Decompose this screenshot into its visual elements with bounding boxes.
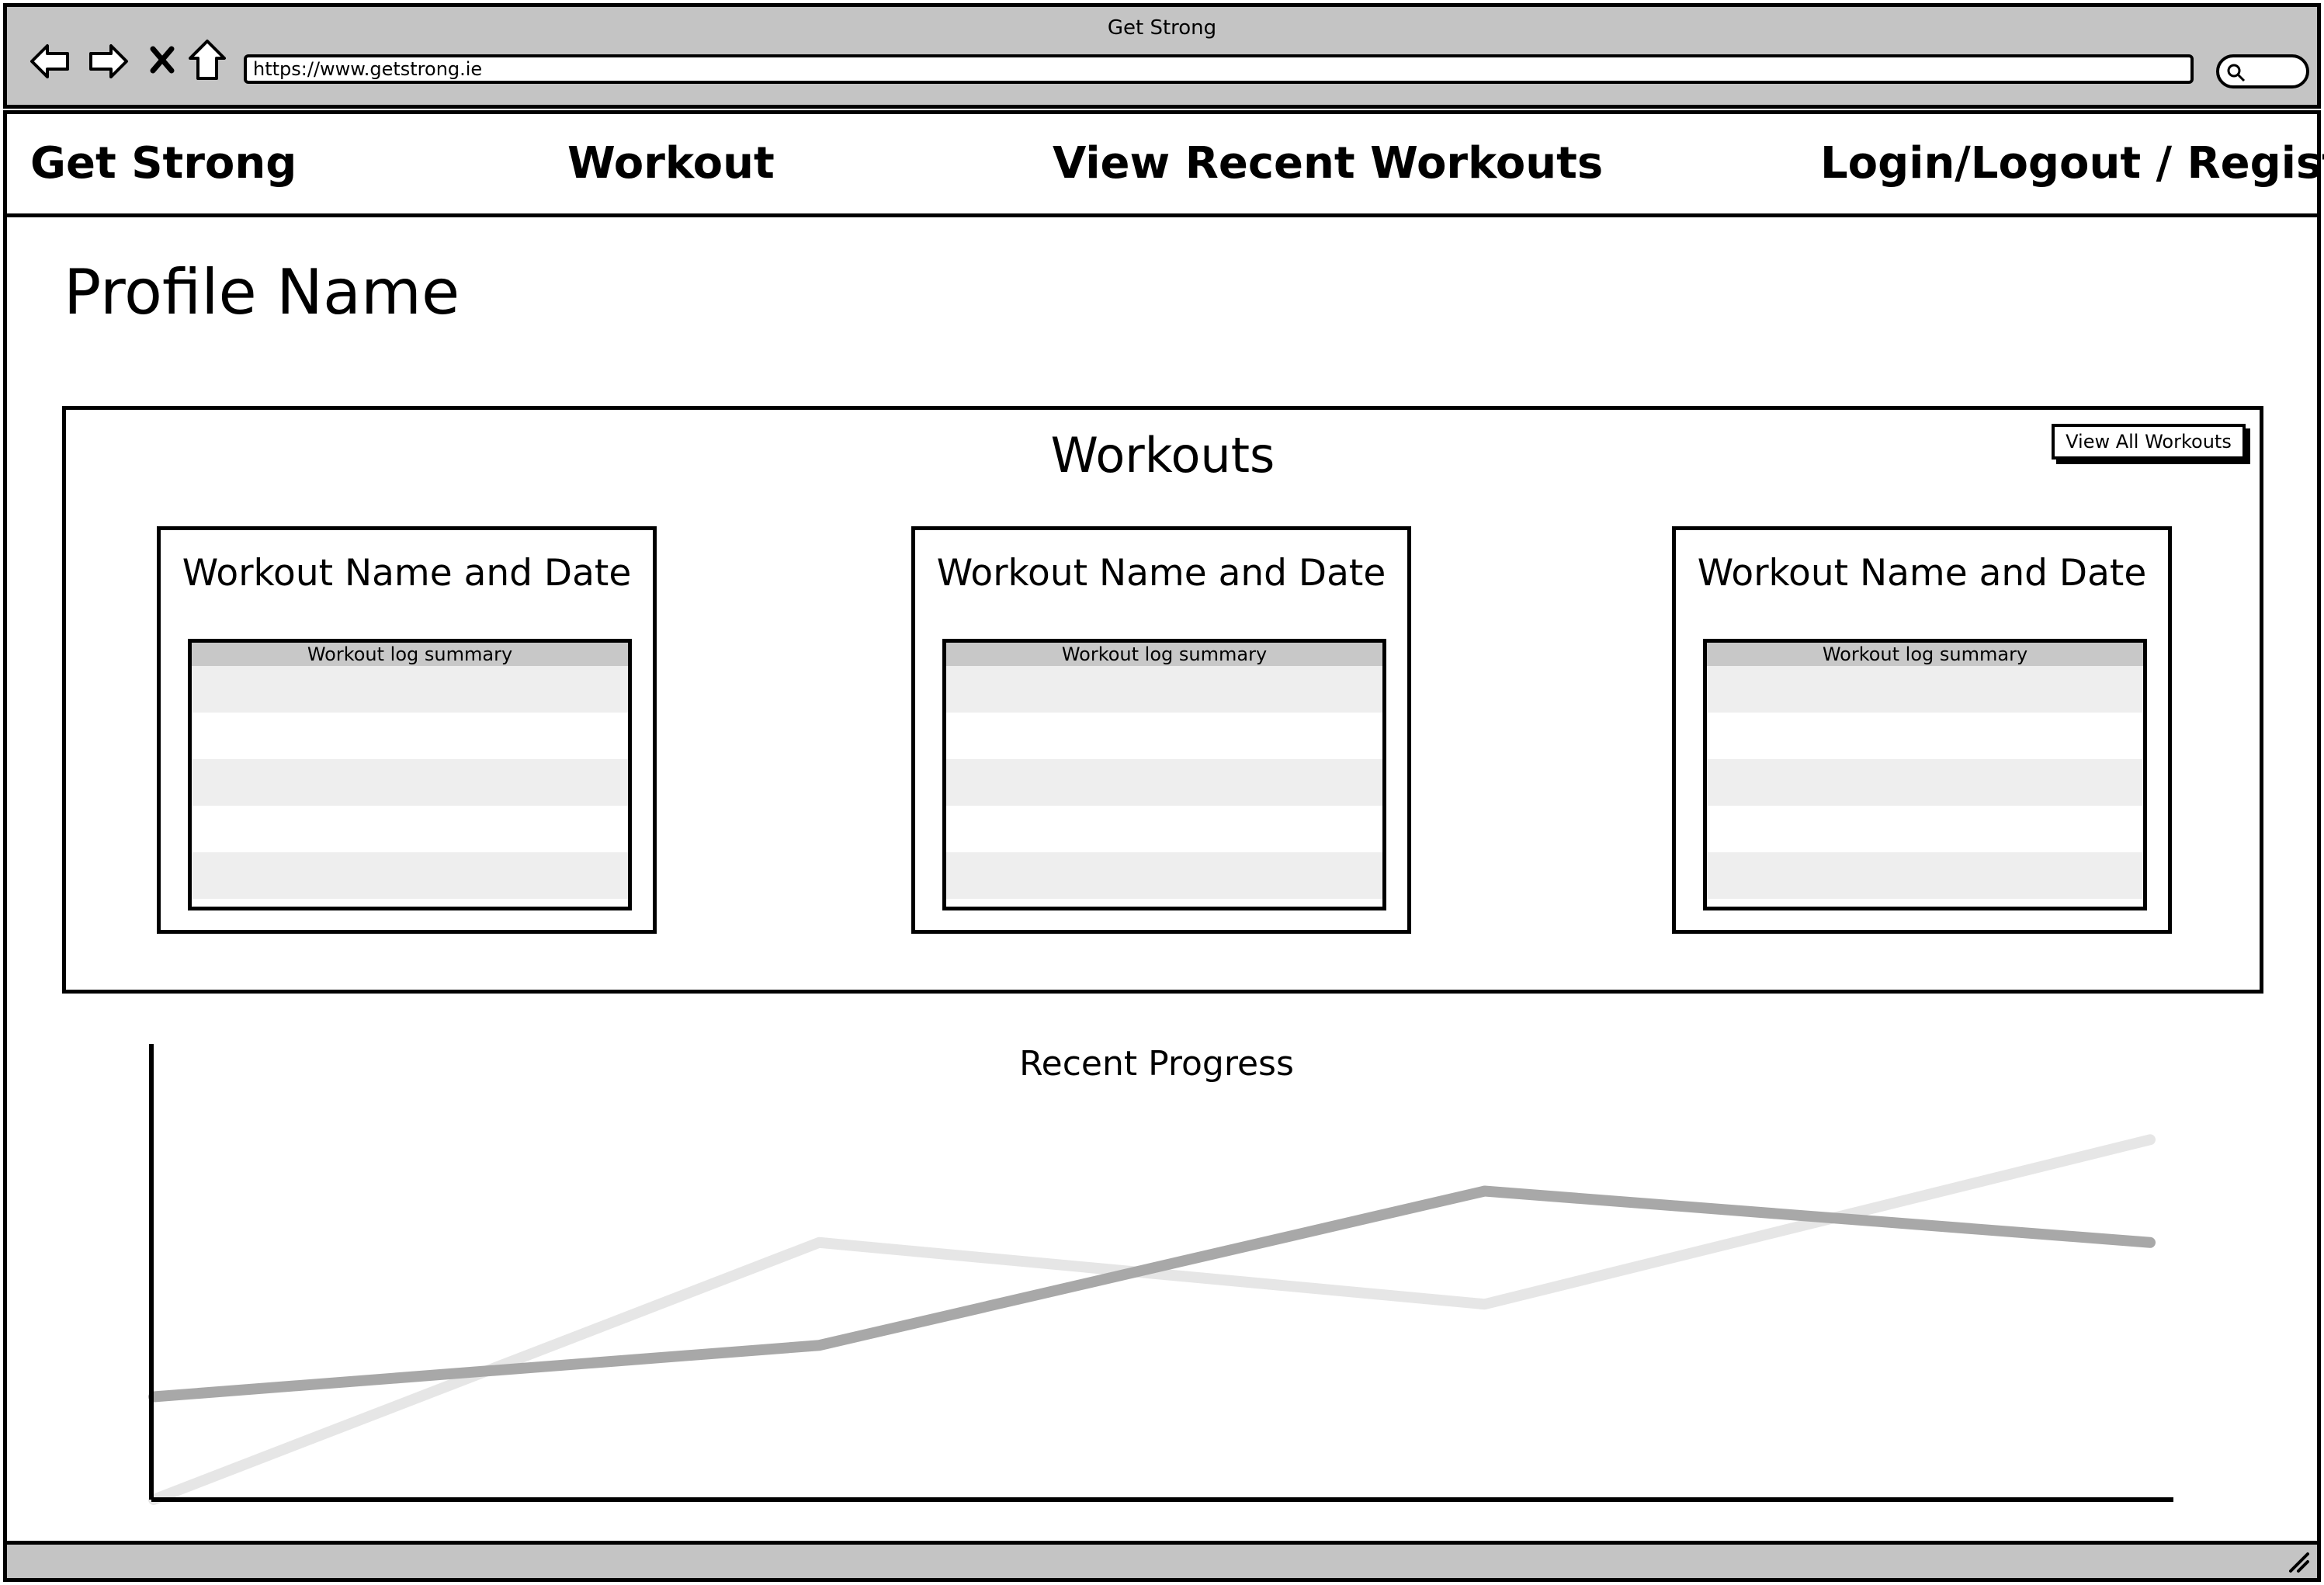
chart-canvas	[148, 1044, 2173, 1505]
chart-title: Recent Progress	[1019, 1044, 1294, 1084]
workout-card-title: Workout Name and Date	[936, 552, 1386, 595]
window-title: Get Strong	[1107, 16, 1217, 40]
search-field[interactable]	[2216, 54, 2309, 88]
table-row	[946, 806, 1382, 852]
url-bar[interactable]: https://www.getstrong.ie	[244, 54, 2194, 84]
workout-card[interactable]: Workout Name and Date Workout log summar…	[157, 526, 657, 934]
workout-card[interactable]: Workout Name and Date Workout log summar…	[911, 526, 1411, 934]
browser-status-bar	[3, 1541, 2321, 1582]
table-row	[946, 852, 1382, 899]
series-line-2	[148, 1134, 2156, 1505]
workouts-heading: Workouts	[1050, 427, 1275, 484]
workout-log-header: Workout log summary	[1707, 643, 2143, 666]
search-icon	[2227, 64, 2246, 82]
table-row	[1707, 852, 2143, 899]
recent-progress-chart: Recent Progress	[147, 1044, 2189, 1510]
workout-card[interactable]: Workout Name and Date Workout log summar…	[1672, 526, 2172, 934]
workout-card-title: Workout Name and Date	[182, 552, 632, 595]
table-row	[192, 759, 628, 806]
nav-login-logout-register[interactable]: Login/Logout / Register	[1820, 138, 2324, 189]
home-icon[interactable]	[187, 38, 227, 82]
workout-log-table: Workout log summary	[1703, 639, 2147, 910]
nav-workout[interactable]: Workout	[567, 138, 775, 189]
table-row	[946, 666, 1382, 713]
workouts-panel: Workouts View All Workouts Workout Name …	[62, 406, 2263, 994]
profile-name: Profile Name	[64, 256, 460, 328]
workout-log-header: Workout log summary	[192, 643, 628, 666]
table-row	[192, 806, 628, 852]
close-icon[interactable]	[147, 44, 178, 75]
browser-toolbar: Get Strong https://www.getstrong.ie	[3, 3, 2321, 109]
table-row	[192, 852, 628, 899]
workout-log-table: Workout log summary	[188, 639, 632, 910]
series-line-1	[148, 1185, 2156, 1403]
table-row	[1707, 713, 2143, 759]
page-content	[3, 217, 2321, 1541]
brand-link[interactable]: Get Strong	[30, 138, 297, 189]
table-row	[946, 713, 1382, 759]
table-row	[1707, 806, 2143, 852]
main-nav: Get Strong Workout View Recent Workouts …	[3, 110, 2324, 217]
table-row	[1707, 666, 2143, 713]
workout-card-title: Workout Name and Date	[1697, 552, 2147, 595]
table-row	[192, 713, 628, 759]
table-row	[1707, 759, 2143, 806]
resize-grip-icon[interactable]	[2288, 1551, 2311, 1574]
back-arrow-icon[interactable]	[29, 40, 72, 83]
workout-log-header: Workout log summary	[946, 643, 1382, 666]
forward-arrow-icon[interactable]	[86, 40, 130, 83]
workout-log-table: Workout log summary	[942, 639, 1386, 910]
view-all-workouts-button[interactable]: View All Workouts	[2052, 424, 2246, 460]
nav-view-recent-workouts[interactable]: View Recent Workouts	[1053, 138, 1604, 189]
table-row	[192, 666, 628, 713]
table-row	[946, 759, 1382, 806]
